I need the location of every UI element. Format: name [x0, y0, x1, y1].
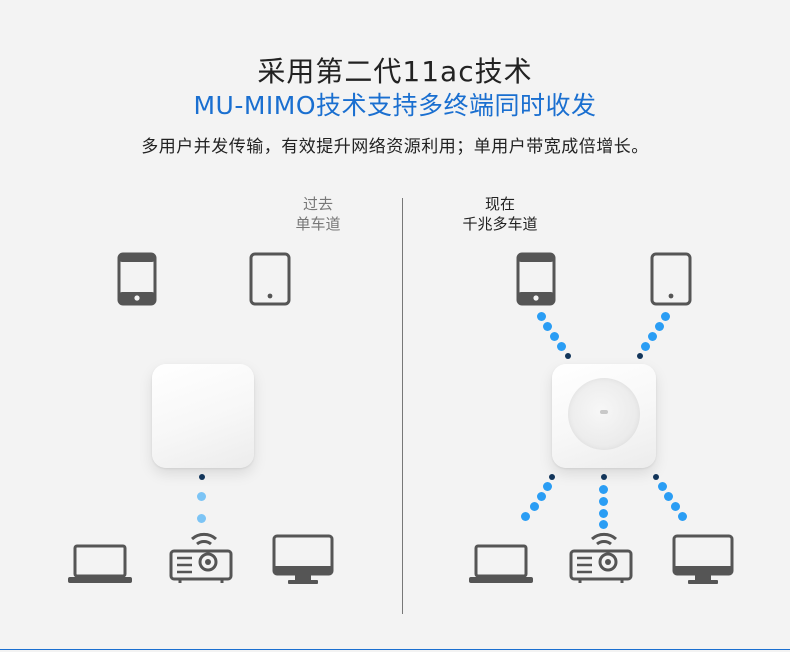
page-subtitle: MU-MIMO技术支持多终端同时收发 [193, 91, 597, 120]
past-label-line1: 过去 [302, 195, 333, 213]
now-label: 现在 千兆多车道 [450, 194, 550, 234]
router-icon [552, 364, 656, 468]
signal-dot [601, 474, 607, 480]
signal-dot [653, 474, 659, 480]
signal-dot [599, 485, 608, 494]
signal-dot [664, 492, 673, 501]
signal-dot [637, 353, 643, 359]
signal-dot [197, 492, 206, 501]
bottom-accent-line [0, 649, 790, 650]
now-label-line2: 千兆多车道 [462, 215, 538, 233]
monitor-icon [672, 534, 734, 584]
router-disc [568, 378, 640, 450]
section-divider [402, 198, 403, 614]
signal-dot [671, 502, 680, 511]
tablet-icon [650, 252, 692, 306]
signal-dot [543, 322, 552, 331]
laptop-icon [68, 544, 132, 583]
monitor-icon [272, 534, 334, 584]
router-led [600, 410, 608, 414]
signal-dot [599, 509, 608, 518]
signal-dot [199, 474, 205, 480]
signal-dot [648, 332, 657, 341]
signal-dot [537, 492, 546, 501]
now-label-line1: 现在 [484, 195, 515, 213]
laptop-icon [469, 544, 533, 583]
past-label: 过去 单车道 [278, 194, 358, 234]
signal-dot [599, 497, 608, 506]
signal-dot [197, 514, 206, 523]
projector-icon [169, 532, 233, 583]
signal-dot [658, 482, 667, 491]
signal-dot [543, 482, 552, 491]
tablet-icon [249, 252, 291, 306]
signal-dot [655, 322, 664, 331]
projector-icon [569, 532, 633, 583]
description: 多用户并发传输，有效提升网络资源利用；单用户带宽成倍增长。 [141, 137, 649, 157]
past-label-line2: 单车道 [295, 215, 341, 233]
signal-dot [641, 342, 650, 351]
signal-dot [661, 312, 670, 321]
signal-dot [550, 332, 559, 341]
signal-dot [678, 512, 687, 521]
phone-icon [516, 252, 556, 306]
router-icon [152, 364, 254, 468]
page-title: 采用第二代11ac技术 [257, 55, 533, 88]
signal-dot [599, 520, 608, 529]
phone-icon [117, 252, 157, 306]
signal-dot [557, 342, 566, 351]
signal-dot [565, 353, 571, 359]
signal-dot [530, 502, 539, 511]
signal-dot [537, 312, 546, 321]
signal-dot [549, 474, 555, 480]
signal-dot [521, 512, 530, 521]
